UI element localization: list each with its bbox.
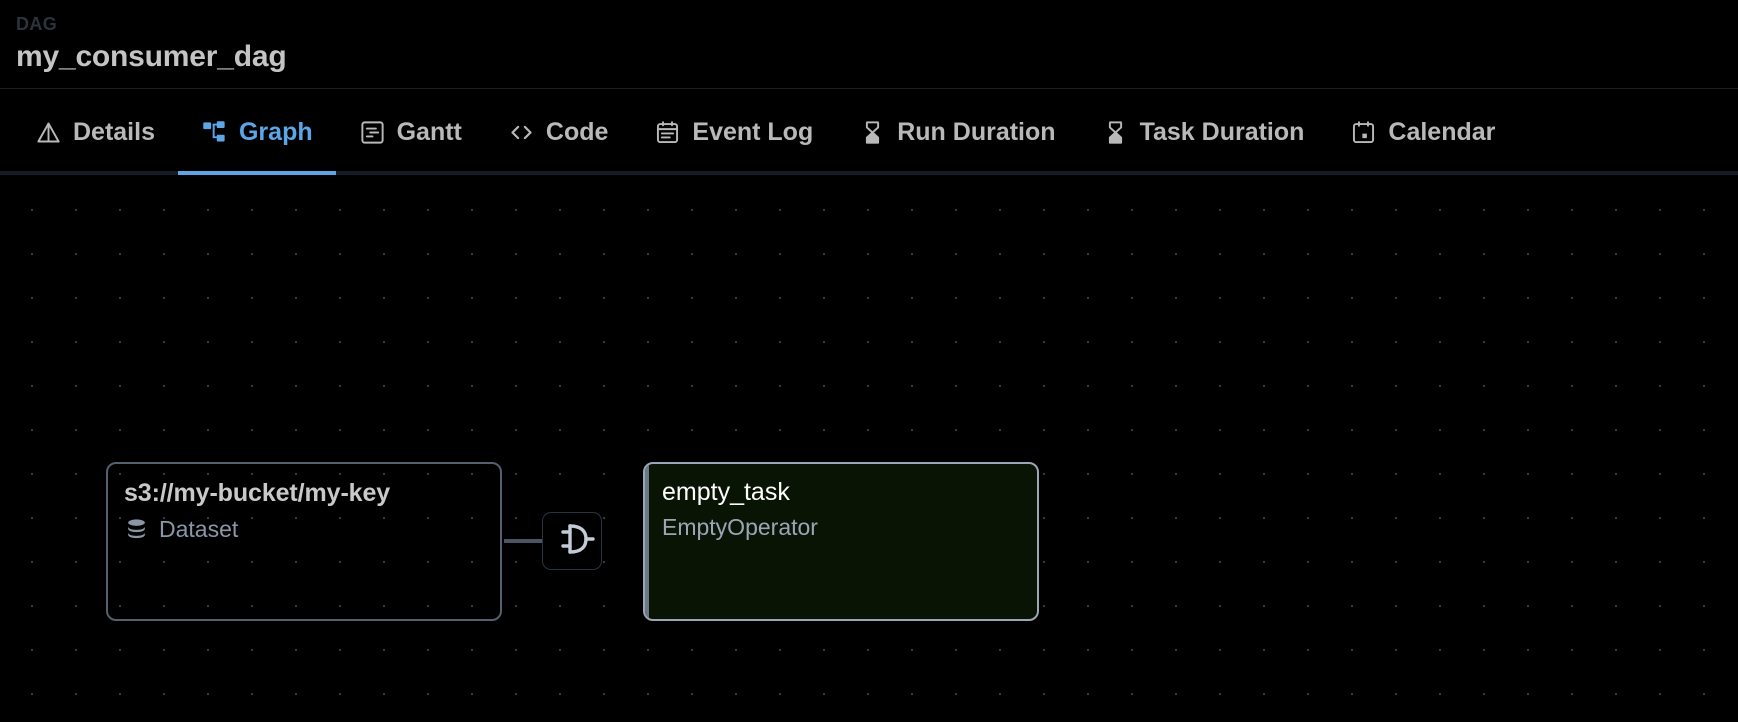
tab-label: Code (545, 117, 609, 146)
graph-node-dataset[interactable]: s3://my-bucket/my-key Dataset (106, 462, 502, 621)
warning-triangle-icon (35, 119, 62, 146)
database-stack-icon (124, 517, 149, 542)
graph-edge (504, 539, 550, 543)
tab-label: Run Duration (897, 117, 1056, 146)
gantt-chart-icon (359, 119, 386, 146)
hourglass-icon (859, 119, 886, 146)
graph-node-task[interactable]: empty_task EmptyOperator (643, 462, 1039, 621)
tab-label: Calendar (1388, 117, 1496, 146)
page-title: my_consumer_dag (16, 39, 287, 73)
tab-gantt[interactable]: Gantt (336, 89, 485, 175)
tab-run-duration[interactable]: Run Duration (836, 89, 1078, 175)
tab-graph[interactable]: Graph (177, 89, 336, 175)
tab-event-log[interactable]: Event Log (631, 89, 836, 175)
tab-label: Gantt (396, 117, 462, 146)
angle-brackets-icon (508, 119, 535, 146)
tab-label: Graph (238, 117, 313, 146)
tab-calendar[interactable]: Calendar (1327, 89, 1518, 175)
tab-details[interactable]: Details (12, 89, 178, 175)
page-header: DAG my_consumer_dag (0, 0, 1738, 89)
calendar-icon (1350, 119, 1377, 146)
graph-canvas[interactable]: s3://my-bucket/my-key Dataset (0, 175, 1738, 722)
tab-code[interactable]: Code (485, 89, 632, 175)
plug-connector-icon (549, 519, 595, 564)
tab-label: Event Log (692, 117, 814, 146)
tab-label: Task Duration (1139, 117, 1305, 146)
dataset-node-subtitle-row: Dataset (124, 516, 484, 543)
tab-bar: Details Graph (0, 89, 1738, 175)
calendar-list-icon (654, 119, 681, 146)
graph-nodes-icon (201, 119, 228, 146)
tab-label: Details (73, 117, 155, 146)
task-node-title: empty_task (662, 478, 790, 506)
dataset-node-subtitle: Dataset (159, 516, 239, 543)
graph-edge-connector[interactable] (542, 512, 602, 570)
breadcrumb-kicker: DAG (16, 14, 58, 34)
task-node-subtitle: EmptyOperator (662, 514, 818, 541)
tab-task-duration[interactable]: Task Duration (1079, 89, 1328, 175)
dataset-node-title: s3://my-bucket/my-key (124, 479, 391, 507)
hourglass-icon (1102, 119, 1129, 146)
